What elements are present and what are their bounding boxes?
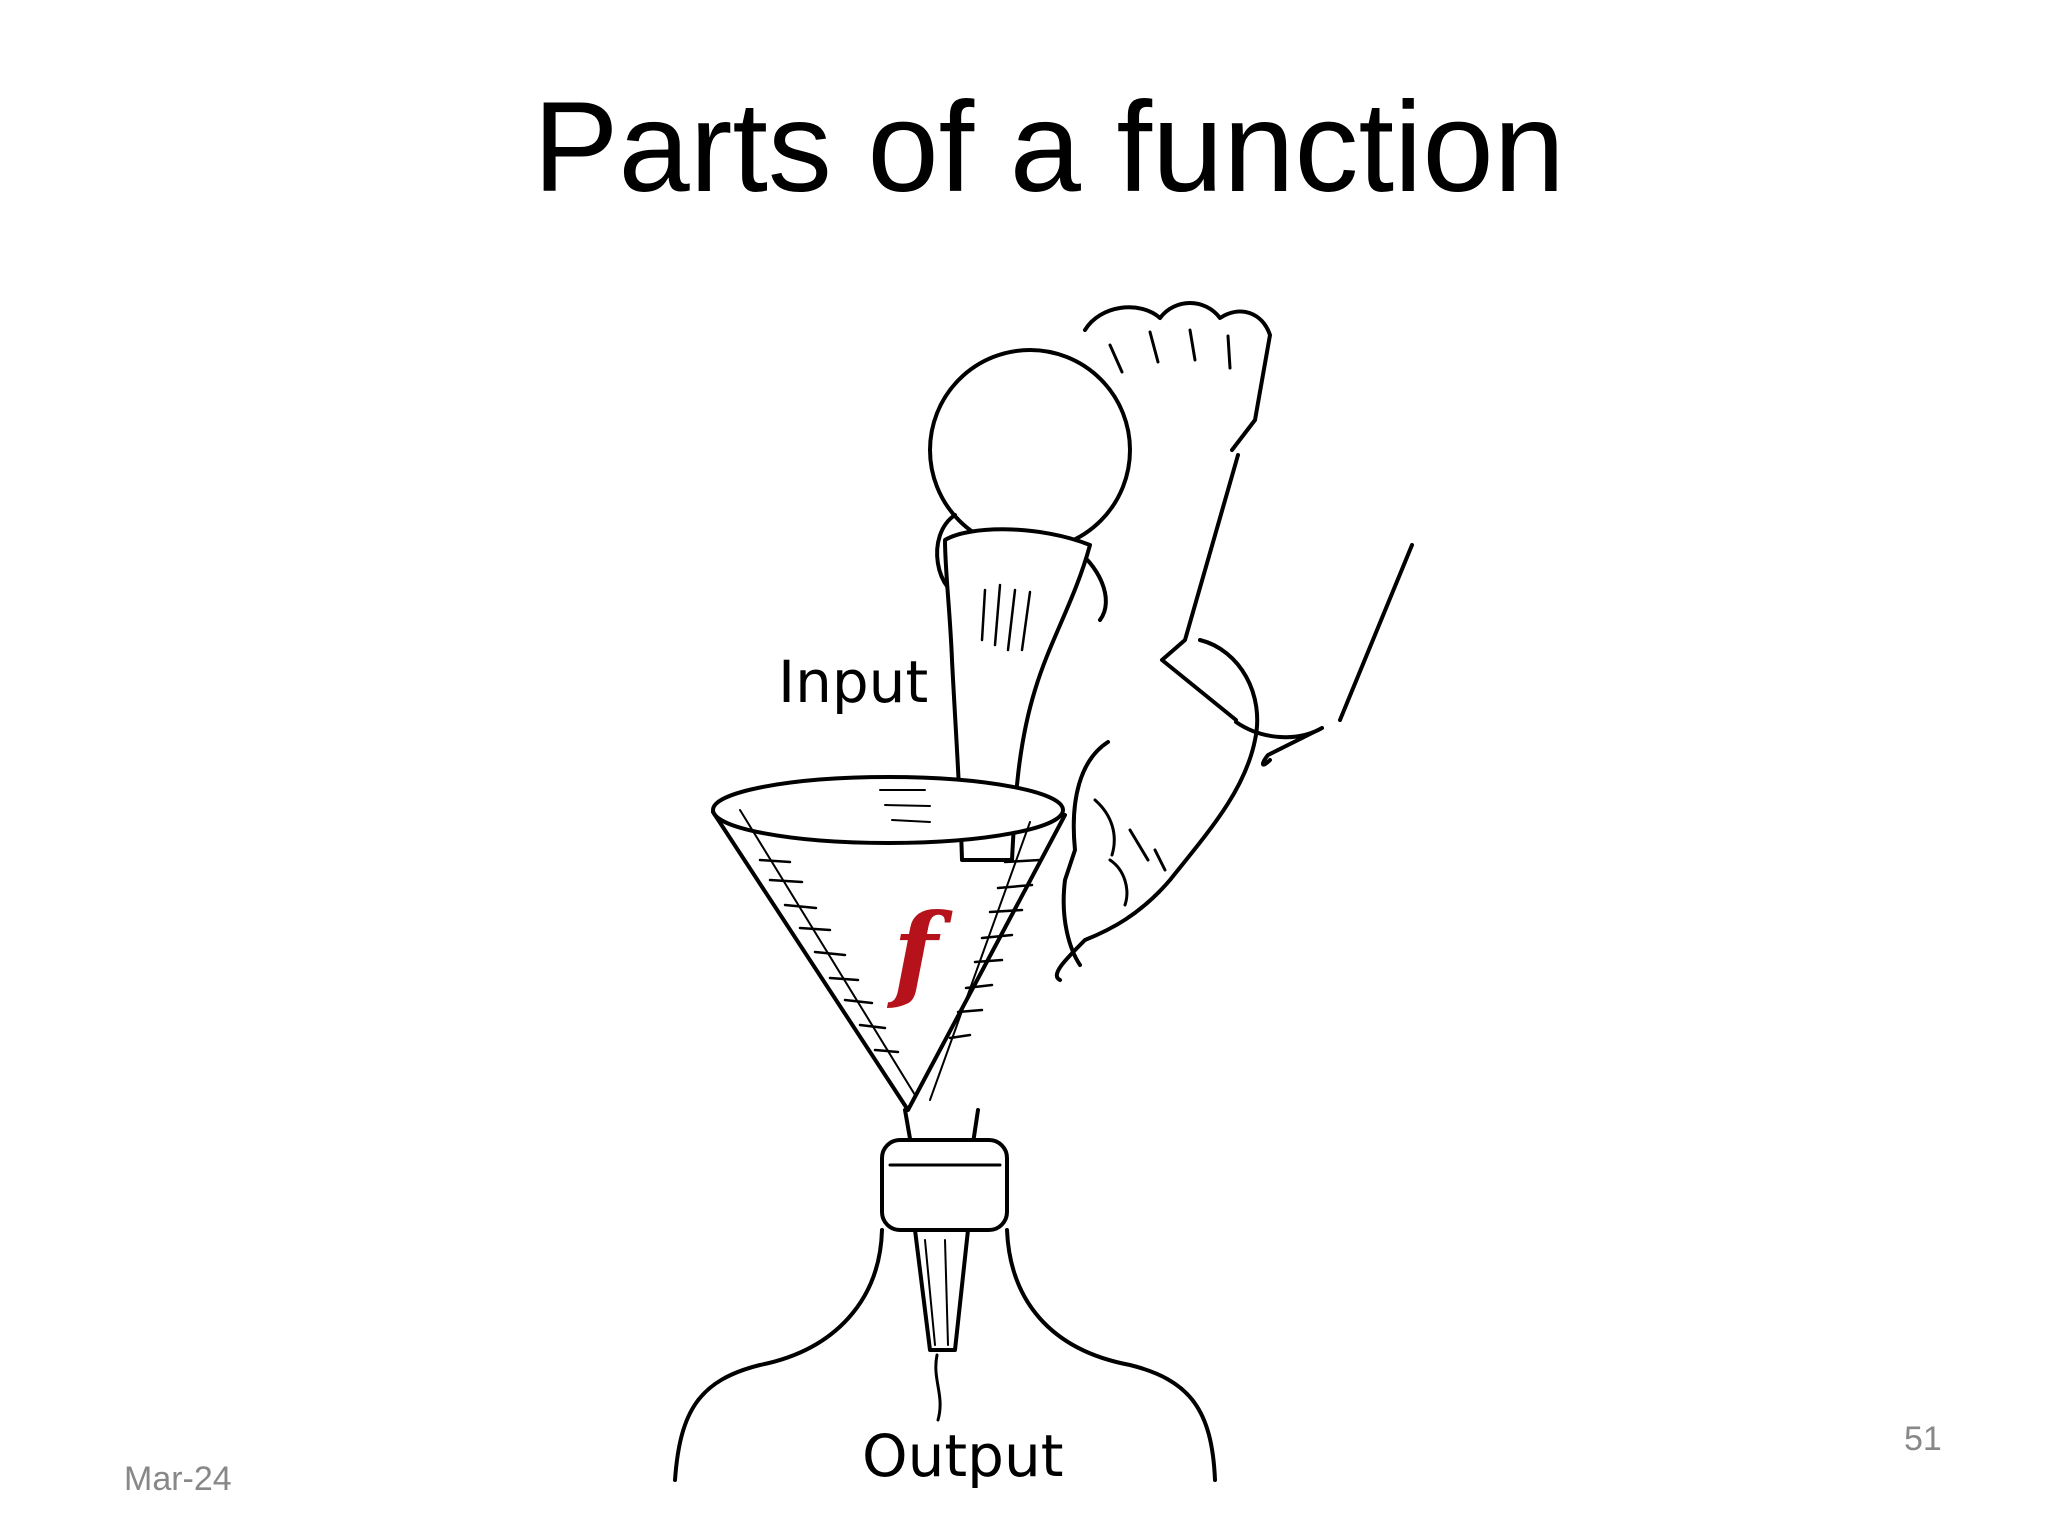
bottle-icon <box>673 1228 1217 1482</box>
output-label: Output <box>862 1422 1064 1490</box>
slide-number: 51 <box>1904 1420 1942 1458</box>
slide-title: Parts of a function <box>533 76 1565 219</box>
function-symbol-label: f <box>893 890 938 1013</box>
liquid-stream-icon <box>943 527 1092 862</box>
hand-icon <box>1054 638 1324 982</box>
funnel-icon <box>711 775 1067 1422</box>
pouring-hand-icon <box>1083 301 1414 722</box>
input-label: Input <box>778 648 929 716</box>
footer-date: Mar-24 <box>124 1460 232 1498</box>
